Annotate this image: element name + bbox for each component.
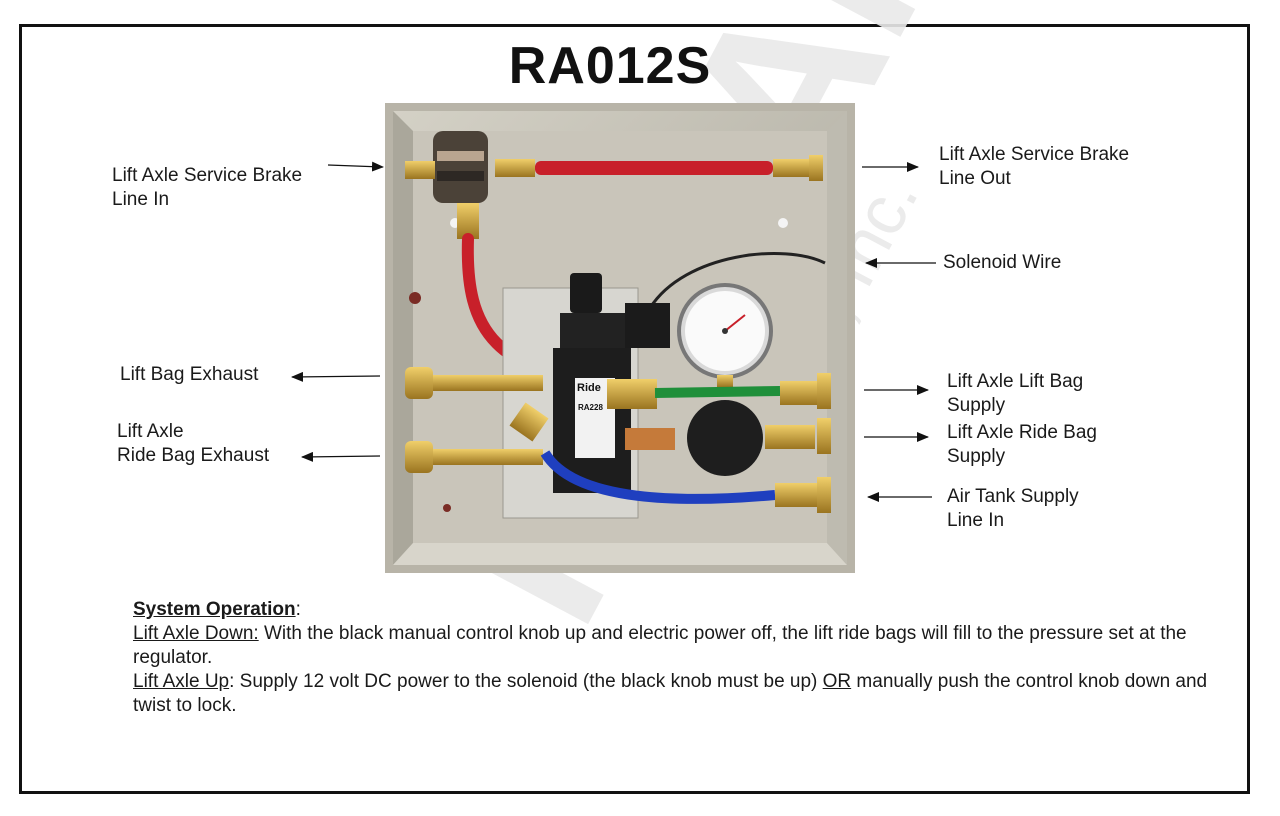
- operation-heading-colon: :: [295, 599, 301, 620]
- operation-up-text-a: : Supply 12 volt DC power to the solenoi…: [229, 671, 823, 692]
- operation-heading-line: System Operation:: [133, 598, 1223, 622]
- label-brake-out-line1: Lift Axle Service Brake: [939, 144, 1130, 165]
- operation-up: Lift Axle Up: Supply 12 volt DC power to…: [133, 670, 1223, 718]
- label-lift-bag-supply-line1: Lift Axle Lift Bag: [947, 371, 1084, 392]
- label-brake-in-line2: Line In: [112, 189, 170, 210]
- operation-down-label: Lift Axle Down:: [133, 623, 259, 644]
- label-air-tank-supply-line1: Air Tank Supply: [947, 486, 1079, 507]
- label-ride-bag-supply-line2: Supply: [947, 446, 1006, 467]
- system-operation: System Operation: Lift Axle Down: With t…: [133, 598, 1223, 718]
- operation-up-label: Lift Axle Up: [133, 671, 230, 692]
- solenoid: [625, 303, 670, 348]
- label-lift-bag-supply: Lift Axle Lift Bag Supply: [947, 370, 1083, 418]
- gauge-line: [654, 386, 781, 398]
- label-brake-out-line2: Line Out: [939, 168, 1011, 189]
- page-title: RA012S: [508, 37, 712, 95]
- label-lift-bag-supply-line2: Supply: [947, 395, 1006, 416]
- valve-model: RA228: [578, 403, 603, 412]
- label-air-tank-supply-line2: Line In: [947, 510, 1005, 531]
- label-solenoid-wire: Solenoid Wire: [943, 252, 1062, 273]
- label-ride-bag-exhaust: Lift Axle Ride Bag Exhaust: [117, 420, 269, 468]
- label-ride-bag-exhaust-line1: Lift Axle: [117, 421, 184, 442]
- operation-down-text: With the black manual control knob up an…: [133, 623, 1187, 668]
- regulator: [687, 400, 763, 476]
- ride-bag-exhaust-fitting: [405, 441, 433, 473]
- label-ride-bag-supply: Lift Axle Ride Bag Supply: [947, 421, 1097, 469]
- enclosure-photo: Ride RA228: [385, 103, 855, 573]
- label-lift-bag-exhaust: Lift Bag Exhaust: [120, 364, 259, 385]
- label-brake-out: Lift Axle Service Brake Line Out: [939, 143, 1129, 191]
- solenoid-wire: [648, 252, 826, 309]
- operation-up-text-b: manually push the control knob down and …: [133, 671, 1208, 716]
- lift-bag-exhaust-fitting: [405, 367, 433, 399]
- valve-brand: Ride: [577, 382, 601, 394]
- label-ride-bag-supply-line1: Lift Axle Ride Bag: [947, 422, 1097, 443]
- label-brake-in-line1: Lift Axle Service Brake: [112, 165, 303, 186]
- operation-heading: System Operation: [133, 599, 296, 620]
- supply-line: [540, 450, 776, 504]
- control-knob: [570, 273, 602, 313]
- label-ride-bag-exhaust-line2: Ride Bag Exhaust: [117, 445, 270, 466]
- brake-in-fitting: [433, 131, 488, 203]
- operation-down: Lift Axle Down: With the black manual co…: [133, 622, 1223, 670]
- label-air-tank-supply: Air Tank Supply Line In: [947, 485, 1079, 533]
- operation-up-or: OR: [822, 671, 852, 692]
- label-brake-in: Lift Axle Service Brake Line In: [112, 164, 302, 212]
- brake-line-top: [535, 161, 773, 175]
